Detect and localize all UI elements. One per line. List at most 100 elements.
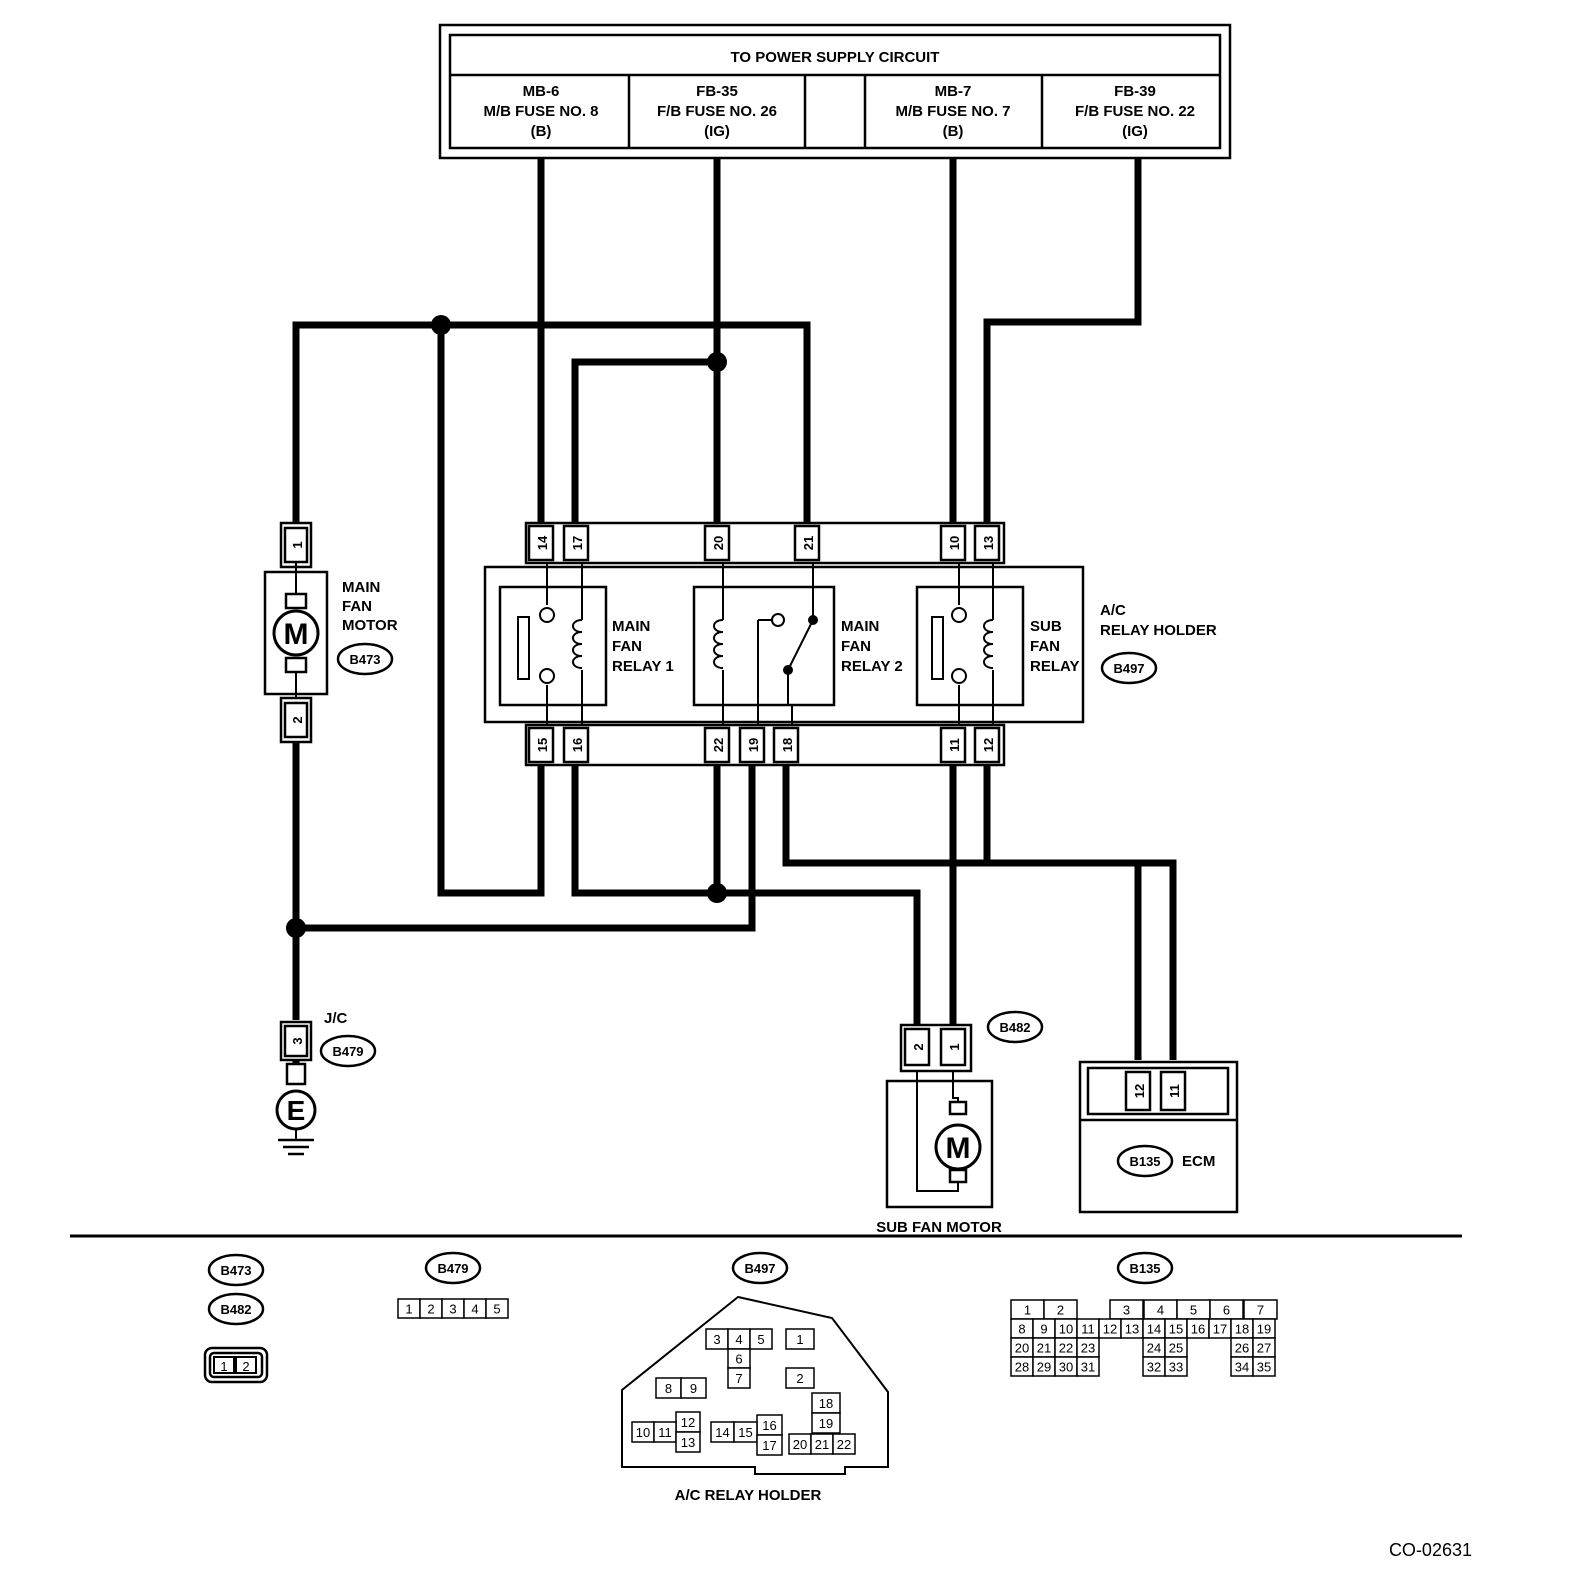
fuse-type: (IG) — [704, 123, 730, 140]
main-fan-relay-1: MAIN FAN RELAY 1 — [498, 563, 674, 725]
pin-cell — [727, 1367, 751, 1389]
pin-label: 21 — [1037, 1341, 1051, 1356]
pin-label: 17 — [1213, 1322, 1227, 1337]
pin-label: 15 — [1169, 1322, 1183, 1337]
pin-label: 9 — [690, 1381, 697, 1396]
relay-label: FAN — [841, 638, 871, 655]
motor-symbol: M — [284, 618, 309, 651]
pin-label: 17 — [570, 536, 585, 550]
pin-label: 21 — [815, 1437, 829, 1452]
pin-label: 22 — [837, 1437, 851, 1452]
pin-label: 7 — [735, 1371, 742, 1386]
connector-id: B482 — [220, 1302, 251, 1317]
pin-label: 18 — [819, 1396, 833, 1411]
ground-label: E — [287, 1095, 306, 1126]
pin-label: 10 — [947, 536, 962, 550]
pin-label: 3 — [1123, 1303, 1130, 1318]
pin-label: 1 — [290, 541, 305, 548]
pin-label: 35 — [1257, 1360, 1271, 1375]
pin-label: 20 — [793, 1437, 807, 1452]
figure-code: CO-02631 — [1389, 1540, 1472, 1560]
connector-id: B497 — [1113, 661, 1144, 676]
pin-label: 1 — [947, 1043, 962, 1050]
pin-label: 21 — [801, 536, 816, 550]
pin-cell — [1164, 1356, 1188, 1377]
pin-label: 1 — [796, 1332, 803, 1347]
fuse-name: M/B FUSE NO. 8 — [483, 103, 598, 120]
pin-label: 3 — [713, 1332, 720, 1347]
pin-label: 16 — [570, 738, 585, 752]
ecm: 12 11 B135 ECM — [1078, 1060, 1239, 1214]
pin-label: 30 — [1059, 1360, 1073, 1375]
pin-label: 17 — [762, 1438, 776, 1453]
relay-label: RELAY 2 — [841, 658, 903, 675]
pin-label: 10 — [636, 1425, 650, 1440]
pin-label: 16 — [1191, 1322, 1205, 1337]
pin-cell — [675, 1431, 701, 1453]
pin-cell — [680, 1377, 707, 1399]
pin-label: 13 — [1125, 1322, 1139, 1337]
pin-label: 14 — [1147, 1322, 1161, 1337]
pin-cell — [1252, 1356, 1276, 1377]
pin-label: 13 — [681, 1435, 695, 1450]
pin-label: 12 — [1103, 1322, 1117, 1337]
pin-label: 27 — [1257, 1341, 1271, 1356]
main-fan-motor: 1 M 2 MAIN FAN MOTOR B473 — [263, 521, 398, 744]
pin-label: 31 — [1081, 1360, 1095, 1375]
pin-label: 25 — [1169, 1341, 1183, 1356]
pin-label: 26 — [1235, 1341, 1249, 1356]
pin-label: 11 — [1081, 1322, 1095, 1337]
sub-fan-relay: SUB FAN RELAY — [915, 563, 1079, 725]
pin-label: 32 — [1147, 1360, 1161, 1375]
fuse-type: (IG) — [1122, 123, 1148, 140]
motor-label: MAIN — [342, 579, 380, 596]
joint-connector: 3 J/C B479 E — [275, 1010, 377, 1156]
pin-label: 6 — [735, 1352, 742, 1367]
relay-label: RELAY — [1030, 658, 1079, 675]
motor-label: MOTOR — [342, 617, 398, 634]
pin-label: 19 — [819, 1416, 833, 1431]
connector-id: B473 — [349, 652, 380, 667]
pin-label: 8 — [665, 1381, 672, 1396]
pin-label: 3 — [449, 1302, 456, 1317]
relay-label: RELAY 1 — [612, 658, 674, 675]
fuse-conn: FB-35 — [696, 83, 738, 100]
pin-label: 19 — [746, 738, 761, 752]
pin-label: 13 — [981, 536, 996, 550]
pin-label: 18 — [780, 738, 795, 752]
pin-label: 5 — [1190, 1303, 1197, 1318]
pin-label: 4 — [471, 1302, 478, 1317]
pin-label: 33 — [1169, 1360, 1183, 1375]
relay-label: MAIN — [841, 618, 879, 635]
pin-label: 4 — [1157, 1303, 1164, 1318]
pin-label: 7 — [1257, 1303, 1264, 1318]
pin-label: 12 — [681, 1415, 695, 1430]
pin-label: 1 — [1024, 1303, 1031, 1318]
pin-label: 2 — [290, 716, 305, 723]
pin-label: 18 — [1235, 1322, 1249, 1337]
connector-badge — [986, 1010, 1044, 1044]
pin-label: 6 — [1223, 1303, 1230, 1318]
connector-id: B135 — [1129, 1154, 1160, 1169]
sub-fan-motor-label: SUB FAN MOTOR — [876, 1219, 1002, 1236]
wires — [292, 158, 1177, 1083]
fuse-name: F/B FUSE NO. 22 — [1075, 103, 1195, 120]
connector-badge — [1100, 651, 1158, 685]
connector-badge — [1116, 1144, 1174, 1178]
fuse-type: (B) — [943, 123, 964, 140]
pin-label: 24 — [1147, 1341, 1161, 1356]
pin-label: 4 — [735, 1332, 742, 1347]
pin-cell — [485, 1298, 509, 1319]
connector-id: B135 — [1129, 1261, 1160, 1276]
pin-cell — [785, 1328, 815, 1350]
connector-id: B479 — [437, 1261, 468, 1276]
connector-id: B497 — [744, 1261, 775, 1276]
pin-label: 14 — [715, 1425, 729, 1440]
pin-label: 20 — [1015, 1341, 1029, 1356]
sub-fan-motor: 2 1 M SUB FAN MOTOR B482 — [876, 1010, 1044, 1236]
relay-label: MAIN — [612, 618, 650, 635]
